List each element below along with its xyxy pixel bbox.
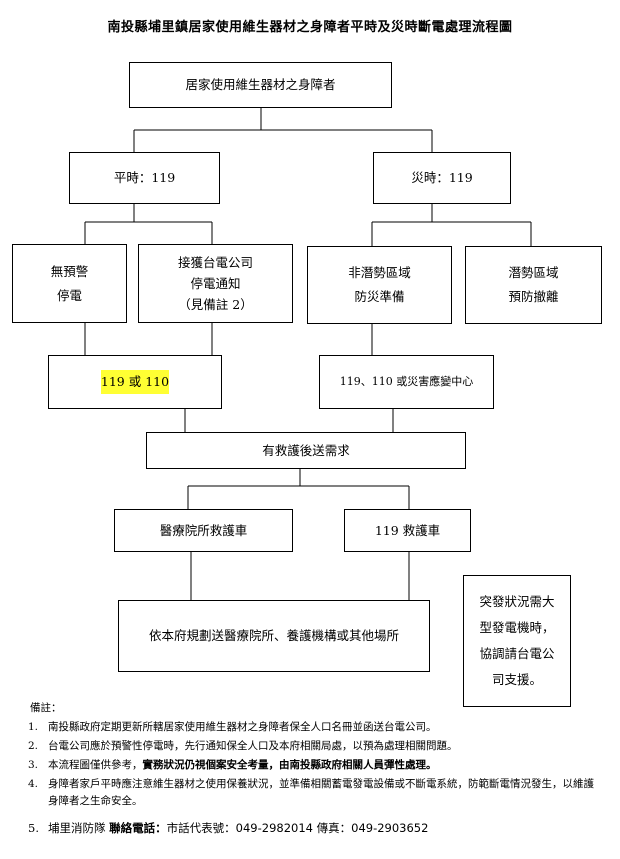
ambulance-119-node: 119 救護車 (344, 509, 471, 552)
notes-heading: 備註： (30, 702, 62, 714)
note-text-bold: 聯絡電話： (109, 821, 167, 835)
notified-line-1: 接獲台電公司 (177, 255, 253, 270)
non-risk-area-node: 非潛勢區域 防災準備 (307, 246, 452, 324)
call-center-node: 119、110 或災害應變中心 (319, 355, 494, 409)
side-note-box: 突發狀況需大型發電機時，協調請台電公司支援。 (463, 575, 571, 707)
non-risk-line-1: 非潛勢區域 (348, 265, 411, 280)
note-item: 2. 台電公司應於預警性停電時，先行通知保全人口及本府相關局處，以預為處理相關問… (28, 738, 603, 755)
need-rescue-label: 有救護後送需求 (262, 442, 350, 458)
note-text-plain: 埔里消防隊 (48, 821, 110, 835)
note-number: 1. (28, 721, 39, 733)
no-warning-node: 無預警 停電 (12, 244, 127, 323)
notes-section: 備註： 1. 南投縣政府定期更新所轄居家使用維生器材之身障者保全人口名冊並函送台… (28, 700, 603, 837)
note-text-plain: 本流程圖僅供參考， (48, 759, 143, 771)
normal-time-node: 平時：119 (69, 152, 220, 204)
non-risk-line-2: 防災準備 (354, 289, 405, 304)
note-number: 2. (28, 740, 39, 752)
normal-time-label: 平時：119 (113, 170, 176, 185)
ambulance-119-label: 119 救護車 (374, 522, 441, 538)
notified-node: 接獲台電公司 停電通知 （見備註 2） (138, 244, 293, 323)
notified-line-3: （見備註 2） (178, 297, 253, 312)
note-text: 埔里消防隊 聯絡電話：市話代表號：049-2982014 傳真：049-2903… (48, 820, 603, 837)
call-119-label: 119 或 110 (100, 370, 170, 394)
side-note-label: 突發狀況需大型發電機時，協調請台電公司支援。 (479, 594, 555, 687)
transport-node: 依本府規劃送醫療院所、養護機構或其他場所 (118, 600, 430, 672)
hospital-ambulance-node: 醫療院所救護車 (114, 509, 293, 552)
note-text: 身障者家戶平時應注意維生器材之使用保養狀況，並準備相關蓄電發電設備或不斷電系統，… (48, 778, 594, 807)
no-warning-line-1: 無預警 (50, 263, 89, 279)
note-number: 3. (28, 759, 39, 771)
note-item: 5. 埔里消防隊 聯絡電話：市話代表號：049-2982014 傳真：049-2… (28, 820, 603, 837)
note-item: 3. 本流程圖僅供參考，實務狀況仍視個案安全考量，由南投縣政府相關人員彈性處理。 (28, 757, 603, 774)
call-119-node: 119 或 110 (48, 355, 222, 409)
risk-line-1: 潛勢區域 (508, 265, 559, 280)
transport-label: 依本府規劃送醫療院所、養護機構或其他場所 (148, 628, 399, 643)
no-warning-line-2: 停電 (56, 287, 82, 303)
root-node: 居家使用維生器材之身障者 (129, 62, 392, 108)
hospital-ambulance-label: 醫療院所救護車 (159, 522, 248, 538)
notified-line-2: 停電通知 (190, 276, 241, 291)
note-text: 台電公司應於預警性停電時，先行通知保全人口及本府相關局處，以預為處理相關問題。 (48, 740, 458, 752)
risk-area-node: 潛勢區域 預防撤離 (465, 246, 602, 324)
call-center-label: 119、110 或災害應變中心 (339, 375, 474, 388)
note-text: 南投縣政府定期更新所轄居家使用維生器材之身障者保全人口名冊並函送台電公司。 (48, 721, 437, 733)
note-text: 本流程圖僅供參考，實務狀況仍視個案安全考量，由南投縣政府相關人員彈性處理。 (48, 757, 603, 774)
disaster-time-label: 災時：119 (411, 170, 473, 185)
risk-line-2: 預防撤離 (508, 289, 559, 304)
disaster-time-node: 災時：119 (373, 152, 511, 204)
page-title: 南投縣埔里鎮居家使用維生器材之身障者平時及災時斷電處理流程圖 (107, 20, 513, 35)
note-number: 4. (28, 778, 39, 790)
note-text-bold: 實務狀況仍視個案安全考量，由南投縣政府相關人員彈性處理。 (142, 759, 437, 771)
root-label: 居家使用維生器材之身障者 (185, 77, 336, 92)
note-item: 4. 身障者家戶平時應注意維生器材之使用保養狀況，並準備相關蓄電發電設備或不斷電… (28, 776, 603, 810)
note-item: 1. 南投縣政府定期更新所轄居家使用維生器材之身障者保全人口名冊並函送台電公司。 (28, 719, 603, 736)
need-rescue-node: 有救護後送需求 (146, 432, 466, 469)
contact-phone: 市話代表號：049-2982014 傳真：049-2903652 (166, 821, 429, 835)
note-number: 5. (28, 821, 39, 835)
